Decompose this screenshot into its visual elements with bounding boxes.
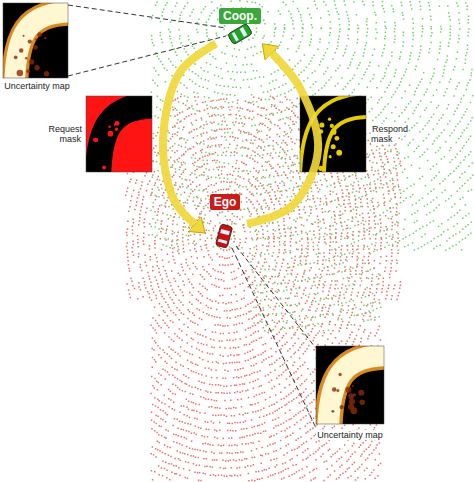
uncertainty-map-image <box>3 3 72 82</box>
vehicle-node: Coop. <box>216 6 264 50</box>
exchange-arrow <box>163 43 216 223</box>
vehicle-label: Coop. <box>219 8 261 24</box>
coop-car <box>227 23 252 44</box>
vehicle-node: Ego <box>203 192 247 250</box>
leader-line <box>68 5 226 28</box>
image-caption: Uncertainty map <box>1 81 73 91</box>
image-caption: Uncertainty map <box>309 430 391 440</box>
caption-text: Uncertainty map <box>3 81 71 91</box>
leader-line <box>232 248 315 426</box>
leader-line <box>236 246 315 347</box>
image-caption: Respond mask <box>371 124 421 145</box>
exchange-arrow <box>247 54 318 224</box>
coop-point-cloud <box>150 0 473 336</box>
vehicle-label: Ego <box>210 194 241 210</box>
caption-text: Uncertainty map <box>316 430 384 440</box>
uncertainty-map-image <box>316 346 388 428</box>
request-mask-image <box>86 96 156 176</box>
ego-car <box>215 224 232 248</box>
caption-text: Request mask <box>47 124 82 144</box>
image-caption: Request mask <box>38 124 82 145</box>
caption-text: Respond mask <box>371 124 408 144</box>
